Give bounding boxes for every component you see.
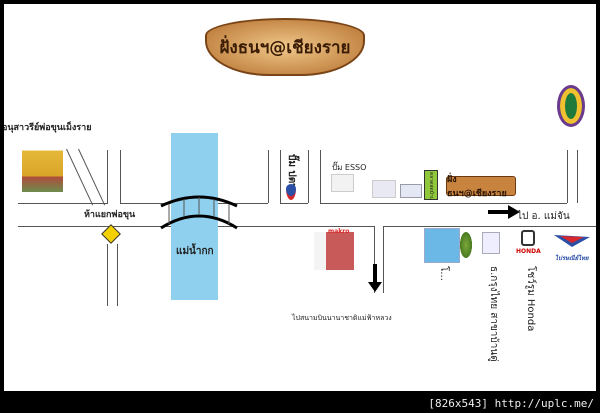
to-maechan-label: ไป อ. แม่จัน [517, 211, 570, 222]
green-sign: ตลาดสดบ้านดู่ [424, 170, 438, 200]
road-line [567, 150, 568, 203]
road-line [78, 148, 106, 206]
road-line [120, 150, 121, 203]
road-line [66, 148, 94, 206]
honda-logo-icon [521, 230, 535, 246]
road-line [280, 150, 281, 203]
building [372, 180, 396, 198]
honda-label: HONDA [516, 248, 541, 255]
map: ฝั่งธนฯ@เชียงราย แม่น้ำกก อนุสาวรีย์พ่อข… [4, 4, 596, 391]
vertical-label-1: โ... [438, 266, 449, 281]
thaipost-logo-icon [554, 235, 590, 247]
monument-label: อนุสาวรีย์พ่อขุนเม็งราย [4, 123, 92, 133]
footer-watermark: [826x543] http://uplc.me/ [428, 397, 594, 410]
university-logo [557, 85, 585, 127]
road-line [383, 226, 596, 227]
title-banner: ฝั่งธนฯ@เชียงราย [205, 18, 365, 76]
building [400, 184, 422, 198]
bank-building [424, 228, 460, 263]
intersection-label: ห้าแยกพ่อขุน [84, 210, 136, 220]
river-label: แม่น้ำกก [176, 246, 214, 257]
road-line [320, 203, 567, 204]
esso-building [331, 174, 354, 192]
road-line [107, 244, 108, 306]
warning-sign-icon [101, 224, 121, 244]
road-line [280, 203, 308, 204]
bank-label: ธ.กรุงไทย สาขาบ้านดู่ [488, 266, 499, 362]
road-line [107, 150, 108, 203]
thaipost-label: ไปรษณีย์ไทย [555, 255, 589, 262]
tree-icon [459, 230, 473, 260]
ptt-label: ปั๊ม ปตท. [286, 154, 297, 194]
monument-image [22, 140, 63, 192]
road-line [577, 150, 578, 203]
arrow-down-icon [368, 264, 382, 292]
makro-building: makro [314, 228, 354, 270]
esso-label: ปั๊ม ESSO [332, 163, 367, 172]
main-road-top [18, 203, 108, 204]
road-line [268, 150, 269, 203]
shop-sign: ฝั่งธนฯ@เชียงราย [446, 175, 516, 199]
to-airport-label: ไปสนามบินนานาชาติแม่ฟ้าหลวง [292, 314, 392, 322]
road-line [320, 150, 321, 203]
road-line [383, 226, 384, 293]
bank-logo [482, 232, 500, 254]
arrow-right-icon [488, 205, 520, 219]
bridge-icon [160, 195, 238, 230]
ptt-logo-icon [286, 184, 296, 200]
road-line [374, 226, 375, 293]
honda-showroom-label: โชว์รูม Honda [525, 266, 536, 332]
road-line [117, 244, 118, 306]
road-line [308, 150, 309, 203]
